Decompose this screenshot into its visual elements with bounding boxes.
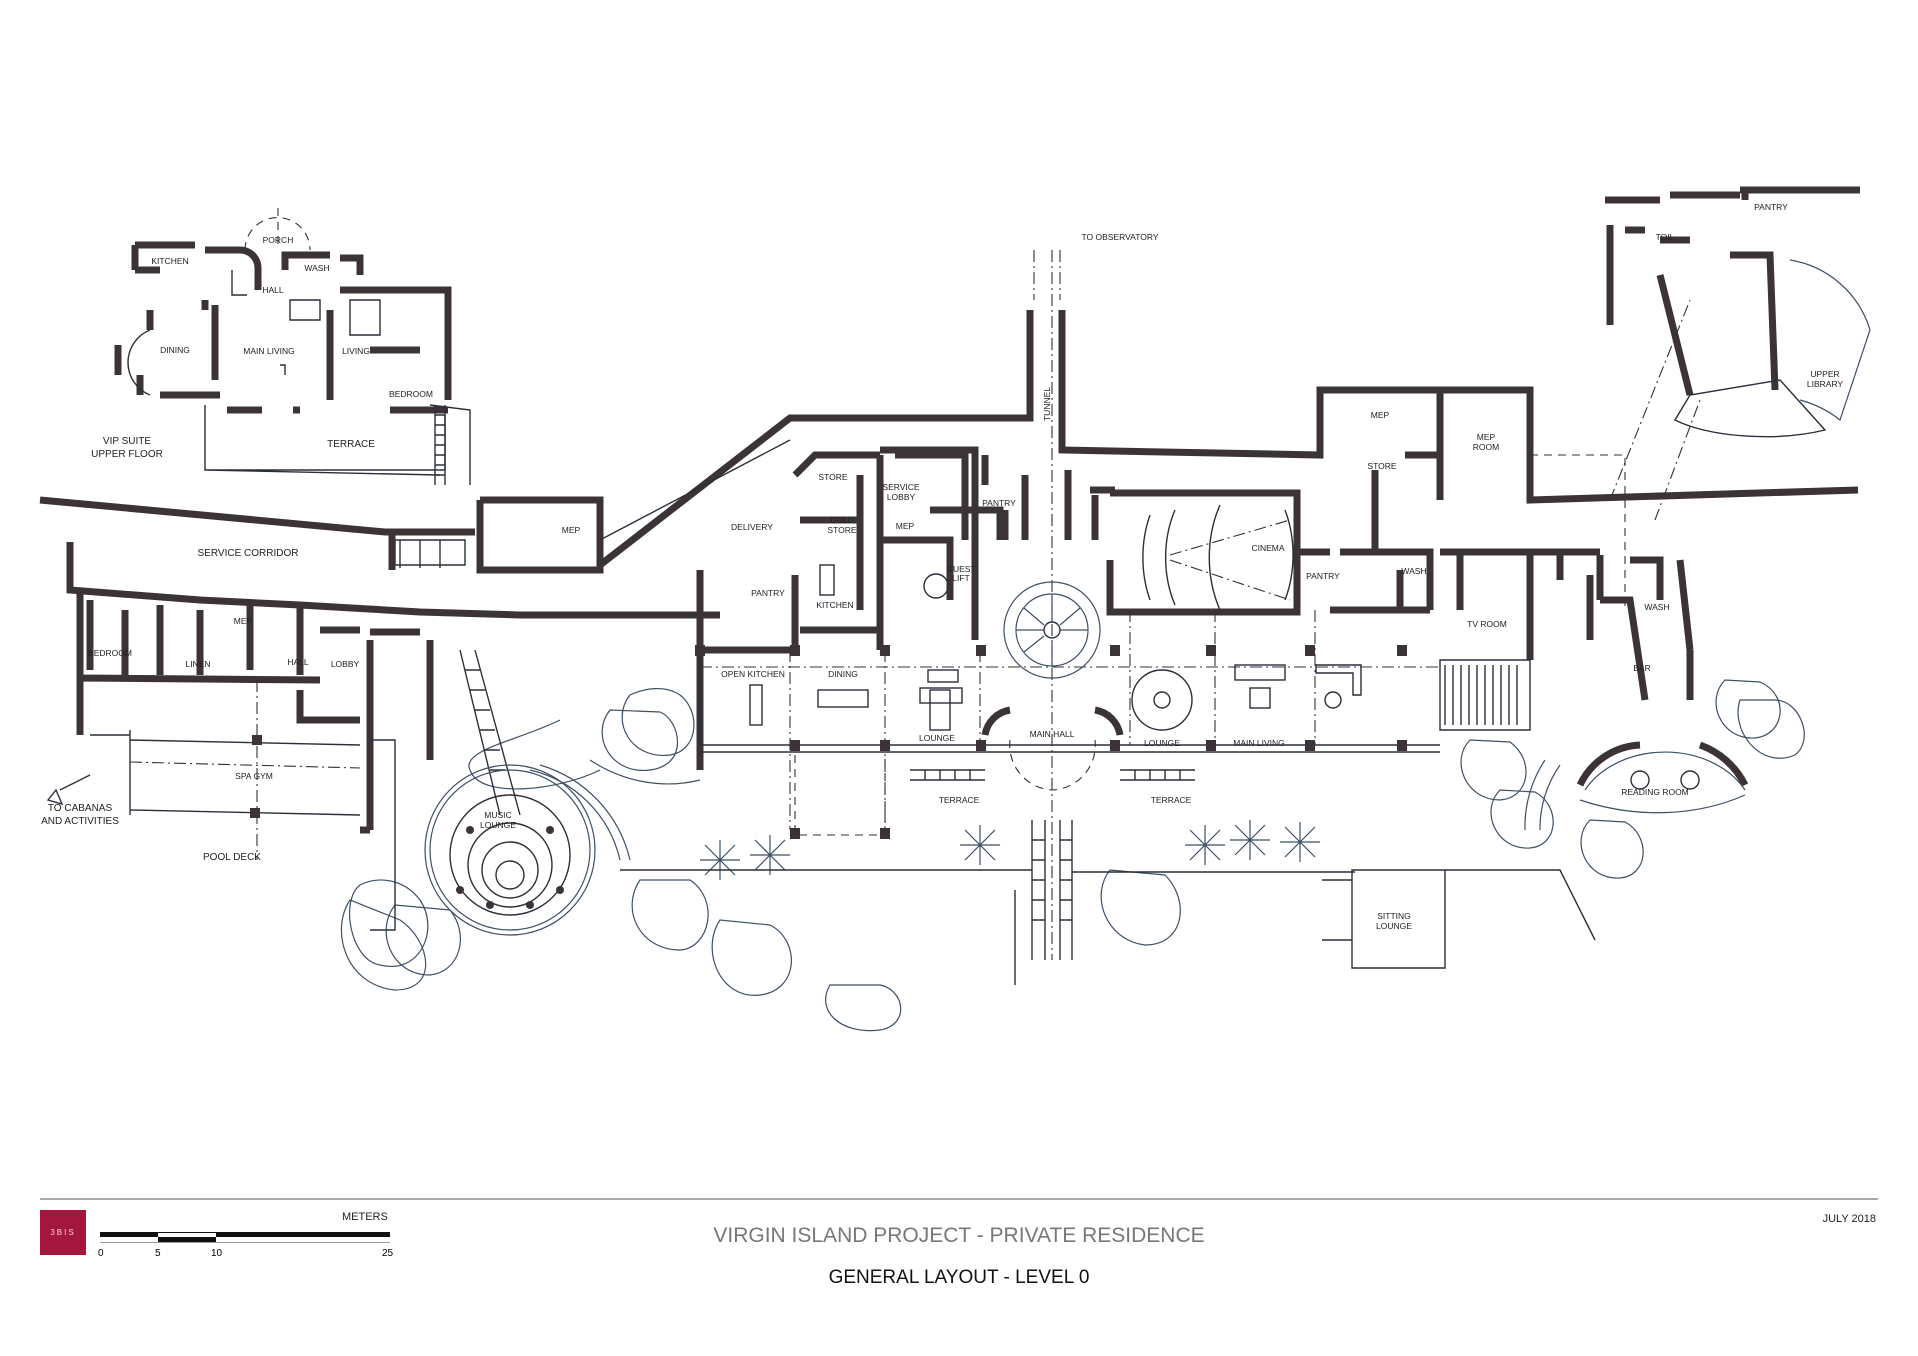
label-mep: MEP (896, 521, 915, 531)
label-vip-suite: VIP SUITE (103, 436, 151, 447)
logo-text: 3BIS (50, 1228, 76, 1237)
label-pantry: PANTRY (982, 498, 1016, 508)
label-spa-gym: SPA GYM (235, 771, 273, 781)
label-toil: TOIL (1656, 232, 1675, 242)
label-music: MUSIC (484, 810, 511, 820)
label-terrace: TERRACE (1151, 795, 1192, 805)
scale-tick-10: 10 (211, 1248, 223, 1259)
label-hall: HALL (262, 285, 284, 295)
label-to-cabanas: TO CABANAS (48, 803, 113, 814)
label-store: STORE (818, 472, 847, 482)
label-porch: PORCH (263, 235, 294, 245)
date: JULY 2018 (1822, 1213, 1876, 1225)
label-sitting: SITTING (1377, 911, 1411, 921)
label-dining: DINING (160, 345, 190, 355)
label-kitchen: KITCHEN (816, 600, 853, 610)
label-lobby: LOBBY (331, 659, 360, 669)
cinema-plan (1142, 504, 1294, 611)
label-bedroom: BEDROOM (88, 648, 132, 658)
label-lounge: LOUNGE (1144, 738, 1180, 748)
label-cold-store: STORE (827, 525, 856, 535)
label-bar: BAR (1633, 663, 1650, 673)
vip-suite-plan (114, 208, 471, 485)
label-lounge: LOUNGE (919, 733, 955, 743)
logo: 3BIS (40, 1210, 86, 1255)
label-main-living: MAIN LIVING (1233, 738, 1284, 748)
label-lounge: LOUNGE (480, 820, 516, 830)
label-bedroom: BEDROOM (389, 389, 433, 399)
label-service: SERVICE (882, 482, 919, 492)
label-mep: MEP (562, 525, 581, 535)
scale-tick-25: 25 (382, 1248, 394, 1259)
label-pantry: PANTRY (1754, 202, 1788, 212)
label-upper-floor: UPPER FLOOR (91, 449, 163, 460)
west-wing-plan (46, 590, 521, 931)
palm-trees (700, 820, 1320, 880)
label-living: LIVING (342, 346, 370, 356)
label-mep: MEP (1371, 410, 1390, 420)
scale-bar (100, 1232, 390, 1244)
label-cold: COLD (830, 515, 854, 525)
label-cinema: CINEMA (1251, 543, 1284, 553)
label-upper: UPPER (1810, 369, 1839, 379)
label-reading-room: READING ROOM (1621, 787, 1689, 797)
terrace-stairs (620, 659, 1596, 985)
label-mep: MEP (234, 616, 253, 626)
label-and-activities: AND ACTIVITIES (41, 816, 119, 827)
label-linen: LINEN (185, 659, 210, 669)
label-guest: GUEST (946, 564, 975, 574)
scale-tick-5: 5 (155, 1248, 161, 1259)
project-title: VIRGIN ISLAND PROJECT - PRIVATE RESIDENC… (713, 1224, 1205, 1247)
label-delivery: DELIVERY (731, 522, 773, 532)
label-library: LIBRARY (1807, 379, 1844, 389)
label-tv-room: TV ROOM (1467, 619, 1507, 629)
label-kitchen: KITCHEN (151, 256, 188, 266)
sheet-title: GENERAL LAYOUT - LEVEL 0 (828, 1267, 1090, 1288)
label-sitting-lounge: LOUNGE (1376, 921, 1412, 931)
title-block-divider (40, 1198, 1878, 1200)
main-house-plan (695, 250, 1604, 960)
label-dining: DINING (828, 669, 858, 679)
label-wash: WASH (1401, 566, 1426, 576)
label-wash: WASH (304, 263, 329, 273)
service-corridor-walls (39, 250, 1859, 619)
label-room: ROOM (1473, 442, 1499, 452)
label-hall: HALL (287, 657, 309, 667)
label-main-hall: MAIN HALL (1030, 729, 1075, 739)
upper-library-plan (1605, 186, 1871, 521)
label-wash: WASH (1644, 602, 1669, 612)
label-terrace: TERRACE (327, 439, 375, 450)
label-main-living: MAIN LIVING (243, 346, 294, 356)
label-pantry: PANTRY (1306, 571, 1340, 581)
label-mep-room: MEP (1477, 432, 1496, 442)
landscape-trees (340, 679, 1805, 1032)
music-lounge-plan (424, 764, 631, 936)
scale-tick-0: 0 (98, 1248, 104, 1259)
label-lift: LIFT (952, 573, 969, 583)
scale-unit: METERS (342, 1211, 388, 1223)
label-open-kitchen: OPEN KITCHEN (721, 669, 785, 679)
east-wing-plan (1524, 556, 1749, 831)
label-store: STORE (1367, 461, 1396, 471)
label-service-corridor: SERVICE CORRIDOR (198, 548, 299, 559)
label-lobby: LOBBY (887, 492, 916, 502)
label-tunnel: TUNNEL (1042, 387, 1052, 421)
label-terrace: TERRACE (939, 795, 980, 805)
label-pool-deck: POOL DECK (203, 852, 261, 863)
label-to-observatory: TO OBSERVATORY (1082, 232, 1159, 242)
label-pantry: PANTRY (751, 588, 785, 598)
